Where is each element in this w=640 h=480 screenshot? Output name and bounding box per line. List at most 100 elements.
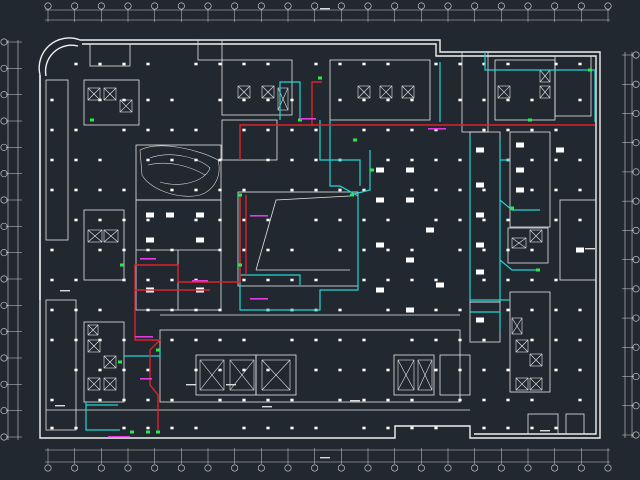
column xyxy=(314,426,318,430)
column xyxy=(506,128,510,132)
core-cell xyxy=(103,377,117,391)
column xyxy=(530,158,534,162)
column xyxy=(242,368,246,372)
column xyxy=(434,338,438,342)
grid-bubble xyxy=(632,431,640,439)
grid-bubble xyxy=(364,464,372,472)
grid-bubble xyxy=(632,80,640,88)
column xyxy=(362,426,366,430)
column xyxy=(338,248,342,252)
annotation-tag xyxy=(140,378,152,380)
column xyxy=(506,426,510,430)
column xyxy=(410,98,414,102)
column xyxy=(458,308,462,312)
column xyxy=(386,218,390,222)
core-cell xyxy=(87,377,101,391)
column xyxy=(314,368,318,372)
equipment-node xyxy=(118,360,122,364)
column xyxy=(482,426,486,430)
grid-bubble xyxy=(284,2,292,10)
grid-bubble xyxy=(577,2,585,10)
column xyxy=(458,338,462,342)
annotation-tag xyxy=(250,298,268,300)
column xyxy=(122,248,126,252)
column xyxy=(338,188,342,192)
grid-bubble xyxy=(204,2,212,10)
column xyxy=(146,218,150,222)
grid-bubble xyxy=(124,464,132,472)
column xyxy=(458,398,462,402)
column xyxy=(218,308,222,312)
grid-bubble xyxy=(231,464,239,472)
column xyxy=(434,188,438,192)
column xyxy=(376,287,384,293)
grid-bubble xyxy=(551,2,559,10)
column xyxy=(146,308,150,312)
column xyxy=(506,62,510,66)
column xyxy=(434,368,438,372)
column xyxy=(146,98,150,102)
column xyxy=(290,398,294,402)
grid-bubble xyxy=(257,464,265,472)
column xyxy=(338,218,342,222)
grid-bubble xyxy=(444,2,452,10)
equipment-node xyxy=(120,263,124,267)
column xyxy=(338,338,342,342)
column xyxy=(434,426,438,430)
column xyxy=(362,128,366,132)
column xyxy=(242,62,246,66)
column xyxy=(122,278,126,282)
grid-bubble xyxy=(151,464,159,472)
grid-bubble xyxy=(71,2,79,10)
column xyxy=(170,398,174,402)
core-cell xyxy=(511,317,523,335)
grid-bubble xyxy=(391,2,399,10)
column xyxy=(50,426,54,430)
column xyxy=(482,218,486,222)
column xyxy=(410,426,414,430)
grid-bubble xyxy=(0,354,8,362)
column xyxy=(50,98,54,102)
grid-bubble xyxy=(632,373,640,381)
column xyxy=(556,147,564,153)
core-cell xyxy=(417,359,433,391)
room-label-mark xyxy=(186,384,196,386)
column xyxy=(146,368,150,372)
column xyxy=(74,278,78,282)
equipment-node xyxy=(238,193,242,197)
column xyxy=(170,98,174,102)
core-cell xyxy=(515,377,529,391)
grid-bubble xyxy=(284,464,292,472)
column xyxy=(530,278,534,282)
column xyxy=(554,158,558,162)
column xyxy=(74,158,78,162)
column xyxy=(386,158,390,162)
grid-bubble xyxy=(551,464,559,472)
column xyxy=(122,368,126,372)
grid-bubble xyxy=(632,285,640,293)
column xyxy=(98,188,102,192)
core-cell xyxy=(379,85,393,99)
grid-bubble xyxy=(0,91,8,99)
column xyxy=(506,368,510,372)
equipment-node xyxy=(536,268,540,272)
core-cell xyxy=(529,229,543,243)
column xyxy=(406,307,414,313)
column xyxy=(218,218,222,222)
column xyxy=(170,426,174,430)
column xyxy=(338,398,342,402)
grid-bubble xyxy=(632,343,640,351)
grid-bubble xyxy=(204,464,212,472)
column xyxy=(386,128,390,132)
column xyxy=(516,187,524,193)
column xyxy=(476,182,484,188)
column xyxy=(362,248,366,252)
column xyxy=(314,158,318,162)
column xyxy=(266,158,270,162)
cyan-pipe-network xyxy=(85,52,596,431)
column xyxy=(170,278,174,282)
grid-bubble xyxy=(231,2,239,10)
column xyxy=(122,188,126,192)
column xyxy=(290,128,294,132)
